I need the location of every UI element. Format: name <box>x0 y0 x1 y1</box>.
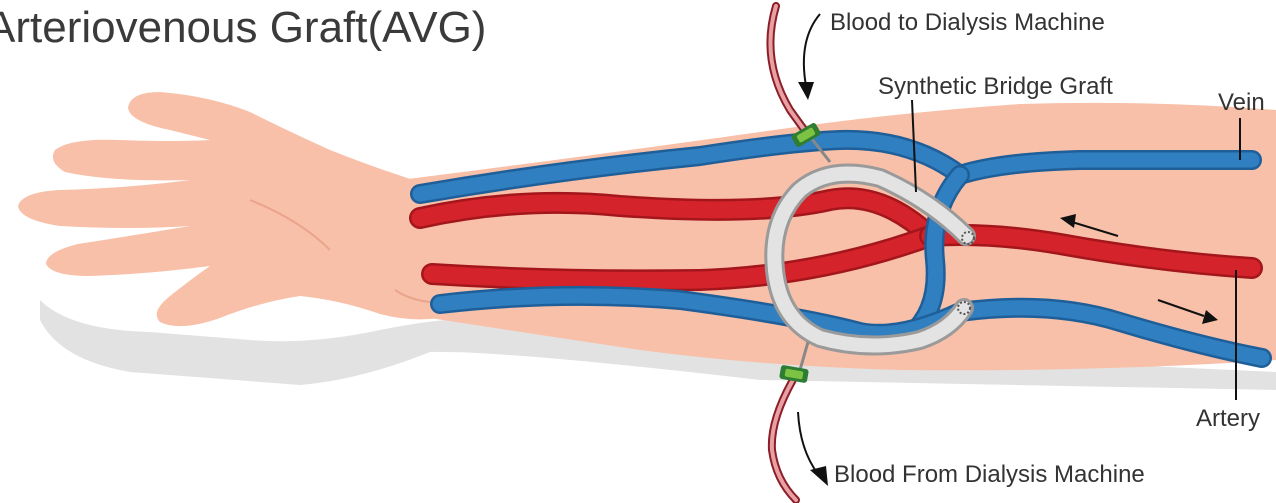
diagram-title: Arteriovenous Graft(AVG) <box>0 3 486 52</box>
label-blood-to-dialysis: Blood to Dialysis Machine <box>830 9 1105 36</box>
arrow-blood-from-head <box>810 466 828 486</box>
label-vein: Vein <box>1218 89 1265 116</box>
arrow-blood-to-head <box>798 82 814 100</box>
arrow-blood-to <box>804 14 820 86</box>
label-blood-from-dialysis: Blood From Dialysis Machine <box>834 461 1145 488</box>
hand-skin <box>18 92 440 326</box>
arrow-blood-from <box>798 412 818 474</box>
label-synthetic-graft: Synthetic Bridge Graft <box>878 73 1113 100</box>
tube-top <box>770 6 806 132</box>
label-artery: Artery <box>1196 405 1260 432</box>
